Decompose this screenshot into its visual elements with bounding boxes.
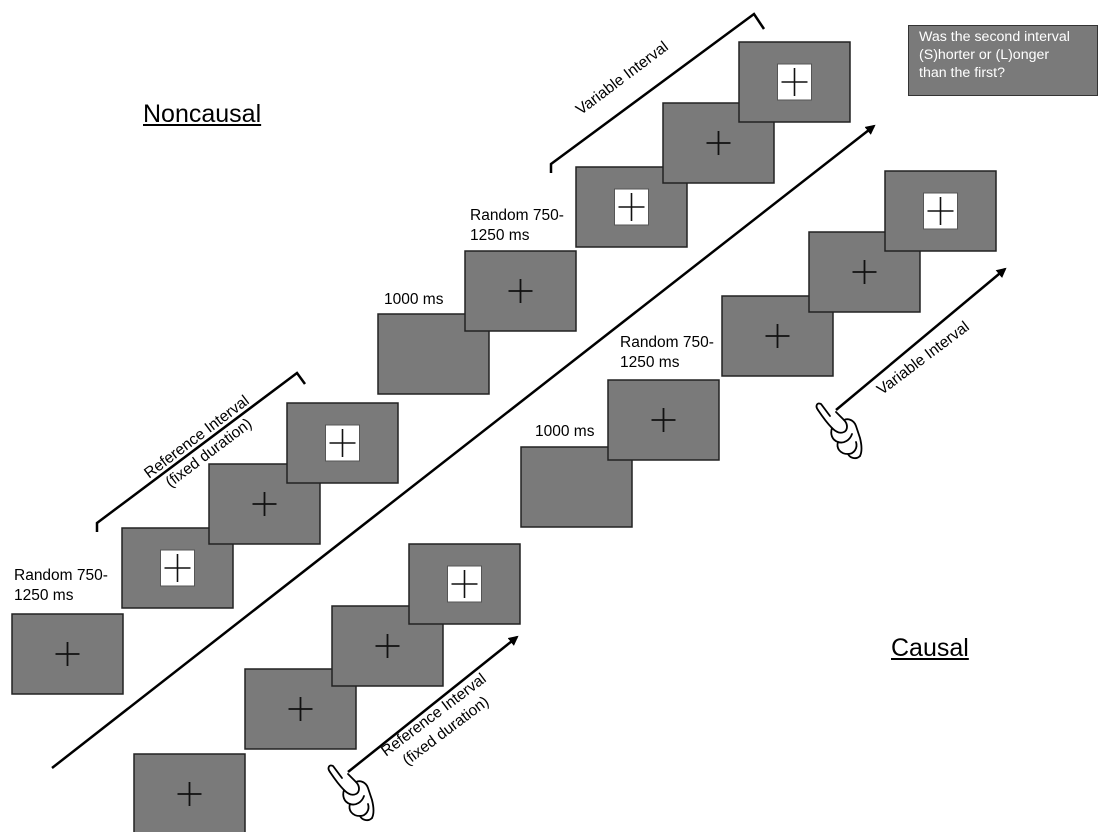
causal-start-screen <box>133 753 246 832</box>
noncausal-flash-screen <box>738 41 851 123</box>
noncausal-reference-bracket <box>95 371 307 532</box>
fixation-cross-icon <box>651 408 676 432</box>
causal-reference-arrow <box>347 635 519 773</box>
flash-square-icon <box>777 63 812 101</box>
fixation-cross-icon <box>852 260 877 284</box>
prompt-line3: than the first? <box>919 65 1005 81</box>
causal-variable-arrow <box>835 267 1007 411</box>
flash-square-icon <box>923 192 958 230</box>
noncausal-random2-label: Random 750- 1250 ms <box>470 206 564 246</box>
noncausal-title: Noncausal <box>143 100 262 128</box>
causal-variable-label: Variable Interval <box>874 318 973 398</box>
prompt-line2: (S)horter or (L)onger <box>919 47 1050 63</box>
random-label-line1: Random 750- <box>14 567 108 584</box>
flash-square-icon <box>447 565 482 603</box>
flash-square-icon <box>325 424 360 462</box>
causal-flash-screen <box>884 170 997 252</box>
causal-random-label: Random 750- 1250 ms <box>620 333 714 373</box>
fixation-cross-icon <box>55 642 80 666</box>
hands <box>327 402 863 822</box>
noncausal-blank-label: 1000 ms <box>384 291 444 308</box>
fixation-cross-icon <box>706 131 731 155</box>
noncausal-variable-label: Variable Interval <box>573 38 672 118</box>
prompt-line1: Was the second interval <box>919 29 1070 45</box>
pointing-hand-icon <box>327 764 375 822</box>
fixation-cross-icon <box>508 279 533 303</box>
causal-title: Causal <box>891 634 969 662</box>
flash-square-icon <box>614 188 649 226</box>
noncausal-variable-bracket <box>549 12 766 173</box>
fixation-cross-icon <box>375 634 400 658</box>
variable-label: Variable Interval <box>573 38 672 118</box>
pointing-hand-icon <box>815 402 863 460</box>
noncausal-flash-screen <box>286 402 399 484</box>
random-label-line2: 1250 ms <box>14 587 74 604</box>
screen-rect <box>408 543 521 625</box>
noncausal-random-screen <box>11 613 124 695</box>
fixation-cross-icon <box>765 324 790 348</box>
random-label-line2: 1250 ms <box>470 227 530 244</box>
causal-variable-screen <box>808 231 921 313</box>
response-prompt-box: Was the second interval (S)horter or (L)… <box>908 25 1098 96</box>
noncausal-divider-arrow <box>51 124 876 769</box>
fixation-cross-icon <box>177 782 202 806</box>
noncausal-random2-screen <box>464 250 577 332</box>
screen-sequence <box>11 41 997 832</box>
causal-flash-screen <box>408 543 521 625</box>
flash-square-icon <box>160 549 195 587</box>
timeline-lines <box>51 12 1007 773</box>
random-label-line1: Random 750- <box>470 207 564 224</box>
fixation-cross-icon <box>288 697 313 721</box>
fixation-cross-icon <box>252 492 277 516</box>
causal-blank-label: 1000 ms <box>535 423 595 440</box>
variable-label: Variable Interval <box>874 318 973 398</box>
random-label-line1: Random 750- <box>620 334 714 351</box>
causal-random-screen <box>607 379 720 461</box>
noncausal-random-label: Random 750- 1250 ms <box>14 566 108 606</box>
random-label-line2: 1250 ms <box>620 354 680 371</box>
